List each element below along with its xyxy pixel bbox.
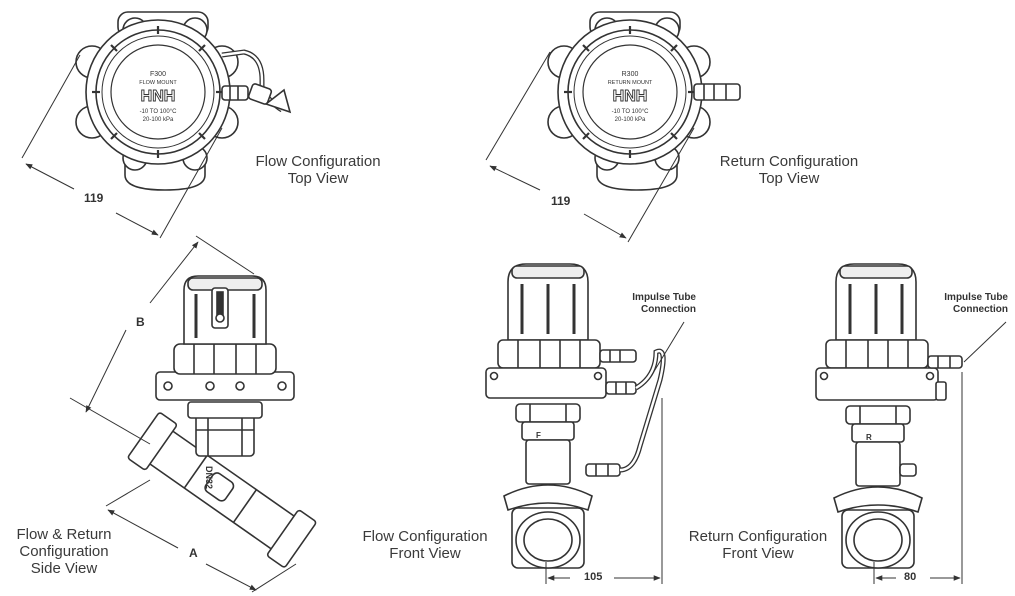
flow-top-caption-line1: Flow Configuration	[255, 153, 381, 170]
return-top-dimension	[485, 51, 695, 243]
return-front-badge: R	[866, 433, 872, 442]
side-view	[127, 275, 317, 568]
side-dim-b-label: B	[136, 315, 145, 329]
side-view-caption: Flow & Return Configuration Side View	[4, 526, 124, 577]
side-size-mark: DN32	[204, 466, 214, 489]
flow-front-caption-line1: Flow Configuration	[362, 528, 488, 545]
return-callout-line2: Connection	[953, 304, 1008, 315]
flow-front-caption: Flow Configuration Front View	[345, 528, 505, 562]
flow-dial-pressure: 20-100 kPa	[143, 117, 174, 123]
flow-front-badge: F	[536, 431, 541, 440]
flow-top-view	[75, 11, 292, 191]
return-dial-model: R300	[622, 71, 639, 78]
return-front-caption: Return Configuration Front View	[672, 528, 844, 562]
return-dial-mount: RETURN MOUNT	[608, 80, 653, 86]
return-impulse-tube-callout: Impulse Tube Connection	[912, 292, 1008, 316]
return-front-caption-line2: Front View	[722, 545, 794, 562]
flow-front-caption-line2: Front View	[389, 545, 461, 562]
side-dimensions	[69, 235, 297, 593]
flow-top-dimension	[21, 54, 223, 239]
return-dial-temp: -10 TO 100°C	[612, 109, 650, 115]
flow-top-dial-text: F300 FLOW MOUNT HNH -10 TO 100°C 20-100 …	[139, 71, 177, 123]
flow-dial-logo: HNH	[141, 88, 176, 105]
flow-dial-temp: -10 TO 100°C	[140, 109, 178, 115]
return-front-view	[815, 263, 963, 569]
flow-top-dim-label: 119	[84, 191, 104, 205]
return-front-dim-label: 80	[904, 571, 917, 583]
return-top-dial-text: R300 RETURN MOUNT HNH -10 TO 100°C 20-10…	[608, 71, 653, 123]
flow-dial-model: F300	[150, 71, 166, 78]
side-caption-line3: Side View	[30, 560, 98, 577]
flow-dial-mount: FLOW MOUNT	[139, 80, 177, 86]
side-caption-line2: Configuration	[19, 543, 109, 560]
flow-callout-line2: Connection	[641, 304, 696, 315]
return-dial-logo: HNH	[613, 88, 648, 105]
return-top-caption-line1: Return Configuration	[719, 153, 859, 170]
flow-callout-line1: Impulse Tube	[632, 292, 696, 303]
return-top-caption: Return Configuration Top View	[704, 153, 874, 187]
return-dial-pressure: 20-100 kPa	[615, 117, 646, 123]
return-top-dim-label: 119	[551, 194, 571, 208]
flow-front-dimension	[545, 321, 685, 584]
flow-front-view	[485, 263, 666, 569]
return-front-caption-line1: Return Configuration	[688, 528, 828, 545]
return-front-dimension	[873, 321, 1007, 584]
return-top-caption-line2: Top View	[758, 170, 820, 187]
flow-top-caption-line2: Top View	[287, 170, 349, 187]
flow-top-caption: Flow Configuration Top View	[243, 153, 393, 187]
return-callout-line1: Impulse Tube	[944, 292, 1008, 303]
side-dim-a-label: A	[189, 546, 198, 560]
flow-impulse-tube-callout: Impulse Tube Connection	[600, 292, 696, 316]
side-caption-line1: Flow & Return	[16, 526, 112, 543]
flow-front-dim-label: 105	[584, 571, 603, 583]
return-top-view	[547, 11, 741, 191]
